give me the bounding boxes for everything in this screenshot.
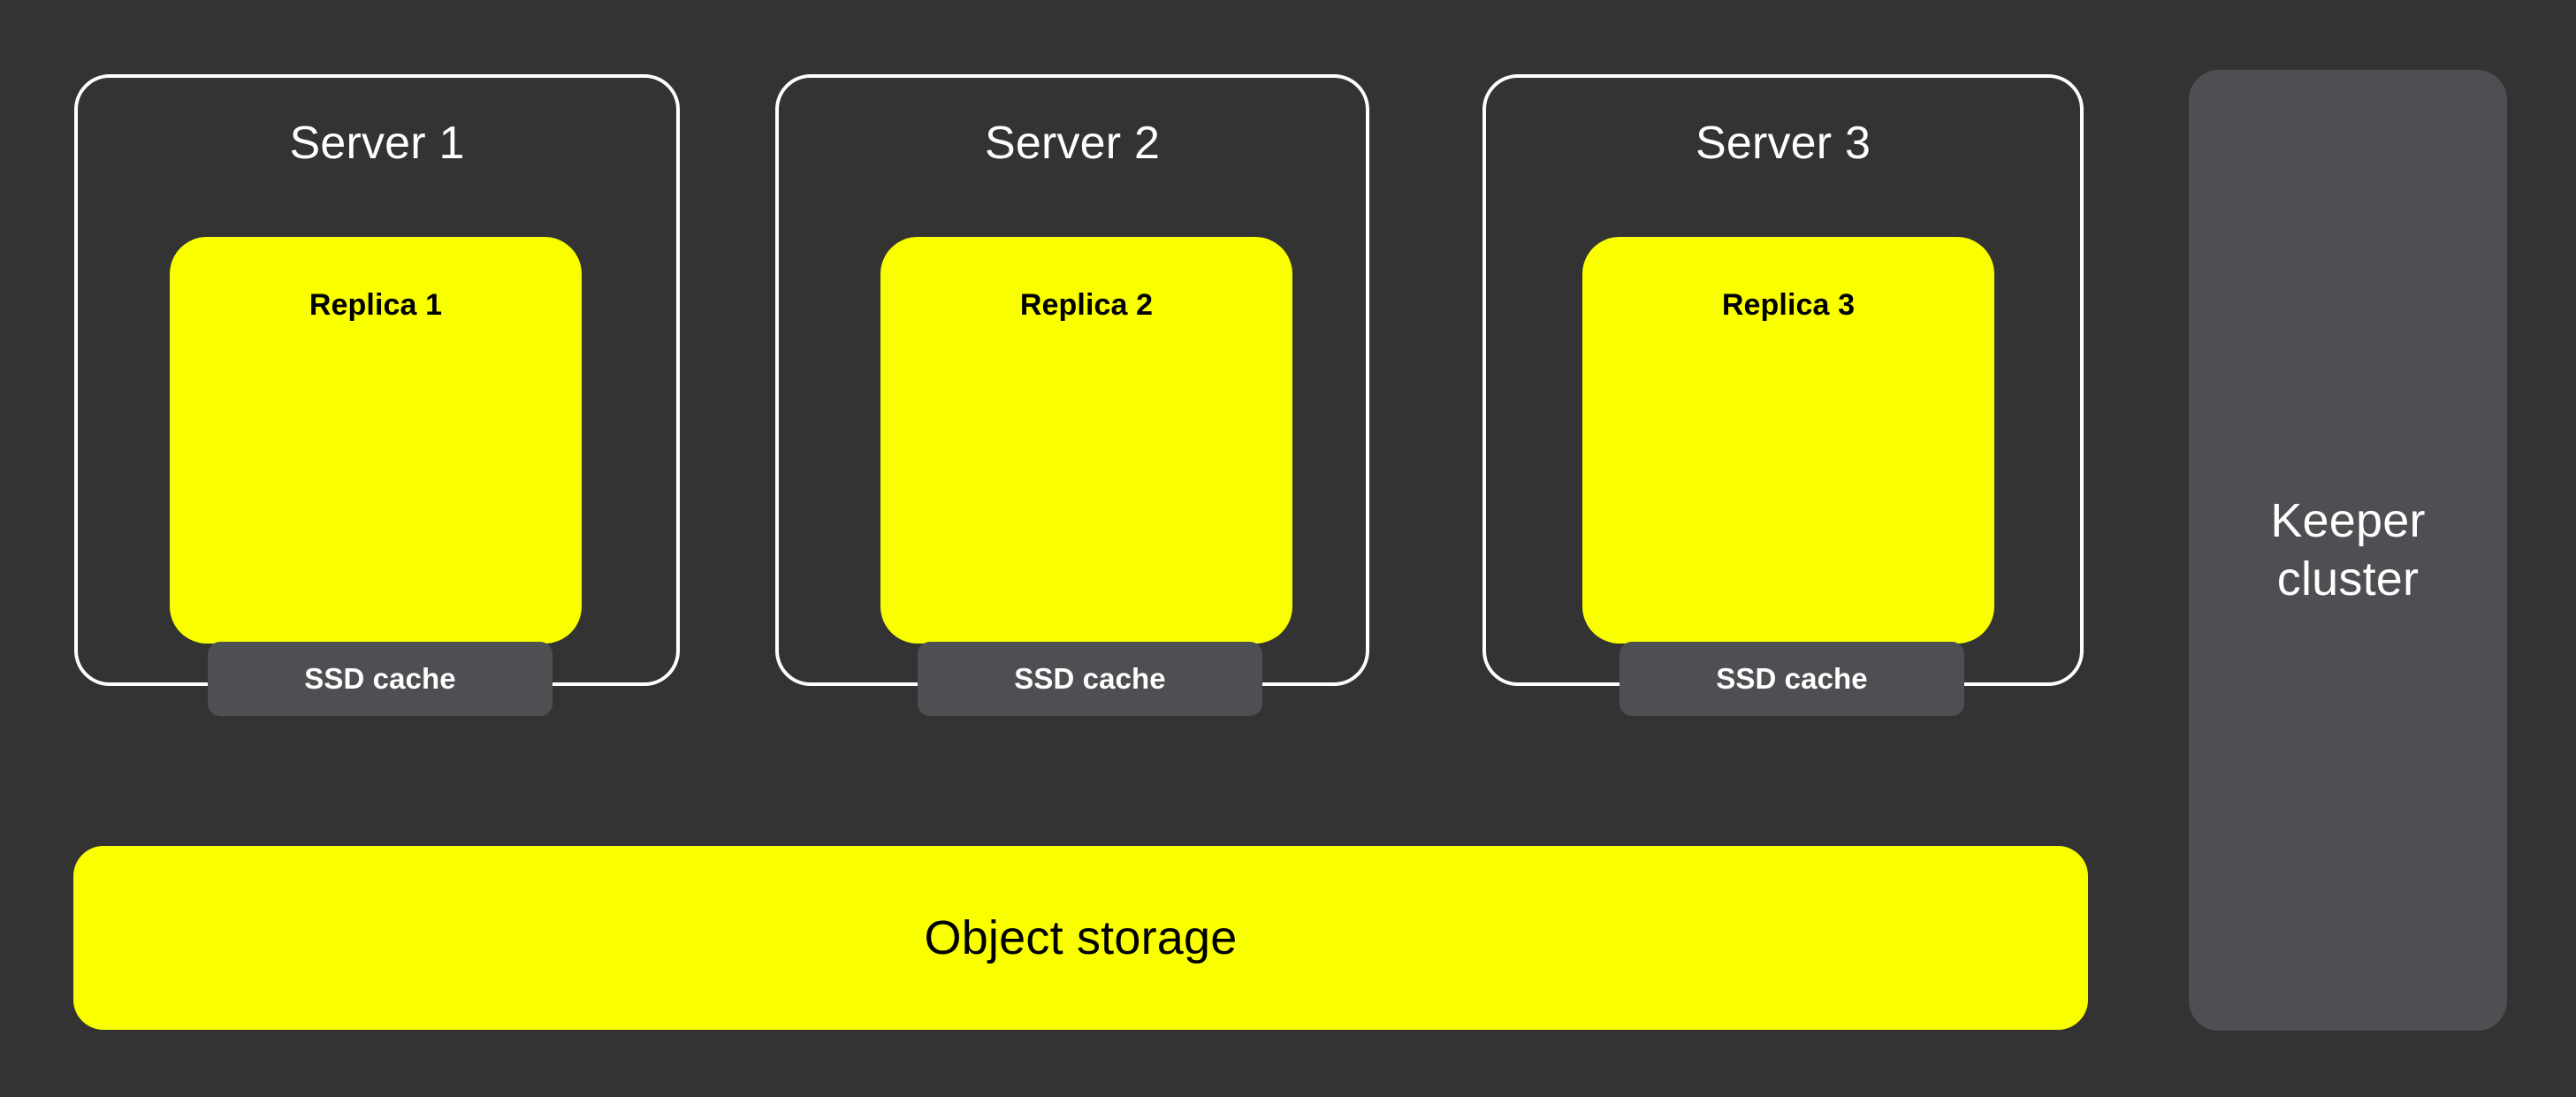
object-storage-bar: Object storage [73,846,2088,1030]
replica-label-2: Replica 2 [1019,288,1154,322]
ssd-cache-1: SSD cache [208,642,553,716]
replica-label-1: Replica 1 [309,288,443,322]
ssd-cache-2: SSD cache [918,642,1262,716]
ssd-cache-3: SSD cache [1620,642,1964,716]
replica-box-1: Replica 1 [170,237,582,644]
replica-label-3: Replica 3 [1721,288,1856,322]
keeper-cluster-panel: Keeper cluster [2189,70,2507,1031]
server-title-2: Server 2 [984,118,1161,169]
server-title-3: Server 3 [1695,118,1871,169]
server-title-1: Server 1 [289,118,465,169]
replica-box-2: Replica 2 [880,237,1292,644]
replica-box-3: Replica 3 [1582,237,1994,644]
keeper-cluster-label: Keeper cluster [2270,493,2426,606]
